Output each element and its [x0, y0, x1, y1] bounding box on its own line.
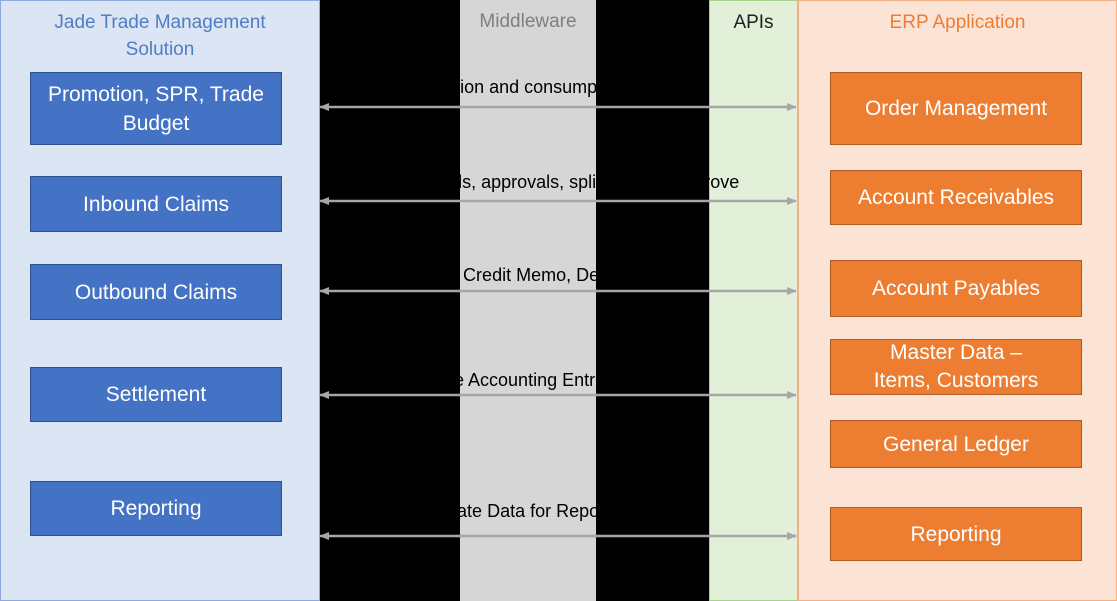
jade-box-reporting: Reporting — [30, 481, 282, 536]
erp-box-general-ledger: General Ledger — [830, 420, 1082, 468]
flow-label-accounting: Create Accounting Entries — [410, 370, 619, 390]
jade-box-outbound-claims: Outbound Claims — [30, 264, 282, 320]
jade-box-promotion-budget: Promotion, SPR, Trade Budget — [30, 72, 282, 145]
erp-box-order-management: Order Management — [830, 72, 1082, 145]
apis-column-title: APIs — [733, 12, 774, 33]
erp-box-reporting: Reporting — [830, 507, 1082, 561]
erp-box-master-data: Master Data – Items, Customers — [830, 339, 1082, 395]
jade-box-settlement: Settlement — [30, 367, 282, 422]
flow-label-budget: Budget creation and consumption — [358, 77, 627, 97]
erp-box-account-payables: Account Payables — [830, 260, 1082, 317]
erp-column-title: ERP Application — [889, 12, 1026, 33]
flow-label-reports: Consolidate Data for Reports — [387, 501, 620, 521]
middleware-column: Middleware — [460, 0, 596, 601]
middleware-column-title: Middleware — [479, 11, 577, 32]
jade-box-inbound-claims: Inbound Claims — [30, 176, 282, 232]
apis-column: APIs — [709, 0, 798, 601]
flow-label-invoices: Create Invoice, Credit Memo, Debit memo — [337, 265, 674, 285]
jade-column-title: Jade Trade Management Solution — [54, 12, 266, 60]
erp-box-account-receivables: Account Receivables — [830, 170, 1082, 225]
flow-label-deductions: Deduction details, approvals, splits, re… — [333, 172, 740, 192]
